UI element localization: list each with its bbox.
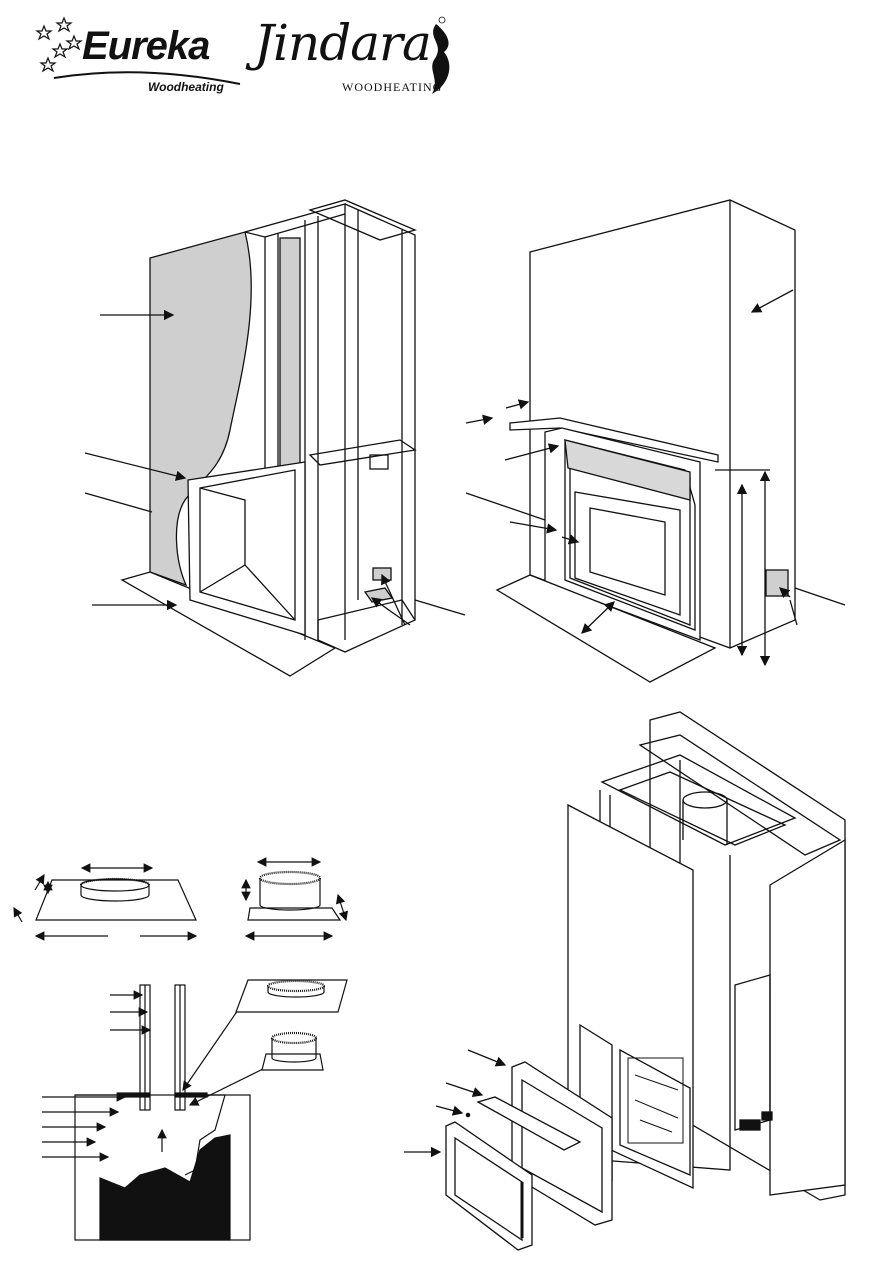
flue-collar-figure xyxy=(14,862,346,936)
flue-section-figure xyxy=(42,980,347,1240)
framed-cavity-figure xyxy=(85,200,465,676)
finished-wall-figure xyxy=(466,200,845,682)
exploded-assembly-figure xyxy=(404,712,845,1250)
